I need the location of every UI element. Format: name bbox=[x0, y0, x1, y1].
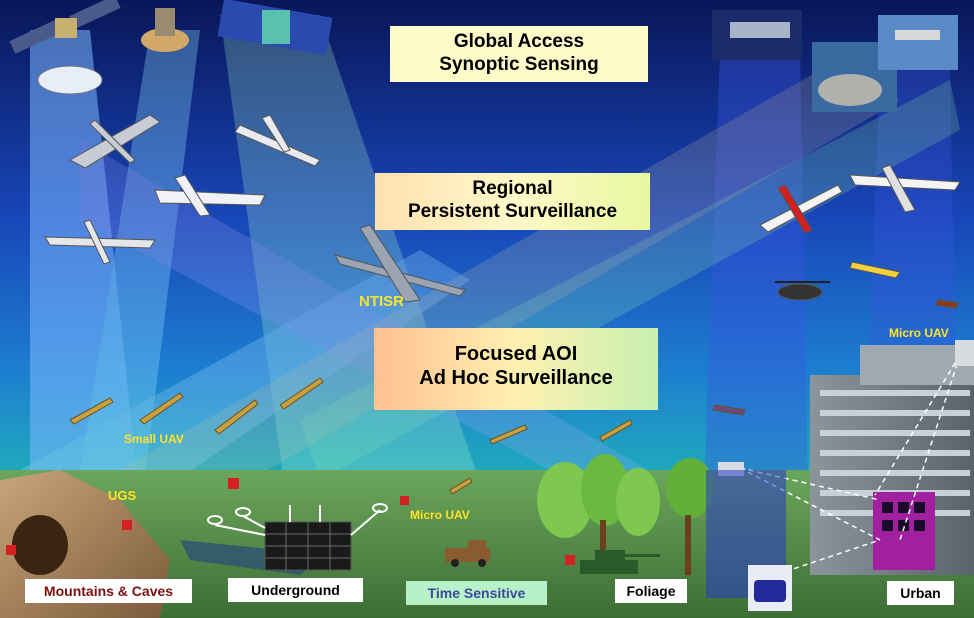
forest bbox=[537, 454, 714, 575]
env-tag-foliage: Foliage bbox=[615, 579, 687, 603]
cessna-aircraft bbox=[759, 184, 843, 233]
env-tag-mountains-caves: Mountains & Caves bbox=[25, 579, 192, 603]
tier-global-line1: Global Access bbox=[453, 31, 585, 52]
tier-regional-line1: Regional bbox=[472, 178, 553, 199]
small-uav-group bbox=[69, 299, 959, 495]
ugs-label: UGS bbox=[108, 488, 137, 503]
small-plane bbox=[849, 261, 901, 279]
tier-regional-line2: Persistent Surveillance bbox=[407, 201, 618, 223]
tier-banner-global: Global Access Synoptic Sensing bbox=[390, 26, 648, 82]
helicopter bbox=[777, 283, 823, 301]
business-jet bbox=[849, 174, 961, 191]
satellite-panel bbox=[217, 0, 333, 56]
tank bbox=[580, 550, 660, 574]
env-tag-urban: Urban bbox=[887, 581, 954, 605]
beam-satellite-left bbox=[30, 30, 150, 600]
satellite-dome bbox=[141, 8, 189, 52]
car-icon bbox=[748, 565, 792, 611]
beam-diagonal-4 bbox=[30, 70, 900, 580]
airship bbox=[37, 65, 103, 95]
global-hawk bbox=[234, 124, 321, 167]
beam-satellite-2 bbox=[60, 30, 200, 600]
tier-banner-focused: Focused AOI Ad Hoc Surveillance bbox=[374, 328, 658, 410]
cave-opening bbox=[12, 515, 68, 575]
env-tag-time-sensitive: Time Sensitive bbox=[406, 581, 547, 605]
pickup-truck bbox=[445, 540, 490, 567]
small-uav-label: Small UAV bbox=[124, 432, 184, 446]
env-tag-underground: Underground bbox=[228, 578, 363, 602]
tier-global-line2: Synoptic Sensing bbox=[439, 54, 599, 76]
beam-satellite-center bbox=[220, 15, 520, 600]
tier-focused-line2: Ad Hoc Surveillance bbox=[419, 367, 613, 390]
purple-building bbox=[873, 492, 935, 570]
satellite-photo-2 bbox=[878, 15, 958, 70]
underground-bunker bbox=[207, 503, 388, 571]
micro-uav-ground-label: Micro UAV bbox=[410, 508, 470, 522]
ntisr-label: NTISR bbox=[359, 293, 404, 310]
ugs-sensors bbox=[6, 478, 575, 565]
micro-uav-urban-label: Micro UAV bbox=[889, 326, 949, 340]
tier-banner-regional: Regional Persistent Surveillance bbox=[375, 173, 650, 230]
satellite-left bbox=[9, 0, 121, 54]
awacs-aircraft bbox=[154, 189, 266, 206]
roof-camera bbox=[955, 340, 974, 366]
tier-focused-line1: Focused AOI bbox=[454, 343, 578, 365]
